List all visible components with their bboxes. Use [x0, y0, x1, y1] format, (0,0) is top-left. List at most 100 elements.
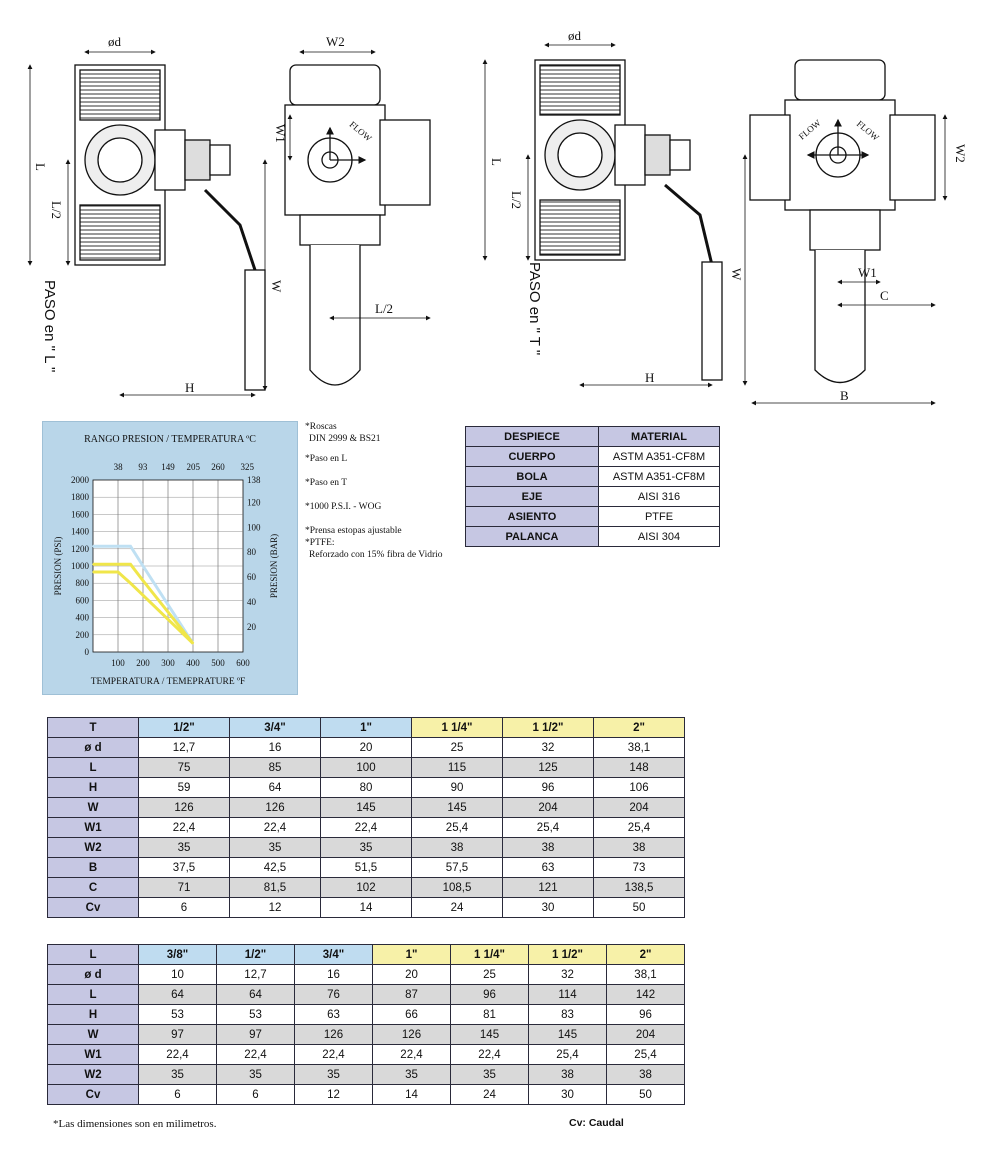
table-t-cell: 24: [411, 897, 503, 918]
table-l-cell: 76: [294, 984, 373, 1005]
x-tick-label: 200: [136, 658, 150, 668]
t-dim-w2: W2: [953, 144, 968, 163]
table-t-cell: 25,4: [593, 817, 685, 838]
table-l-corner: L: [47, 944, 139, 965]
table-l-cell: 35: [450, 1064, 529, 1085]
y-tick-label: 1800: [71, 492, 90, 502]
table-t-cell: 32: [502, 737, 594, 758]
table-t-cell: 145: [320, 797, 412, 818]
x-top-tick-label: 325: [241, 462, 255, 472]
x-top-tick-label: 93: [138, 462, 148, 472]
y-tick-label: 400: [76, 613, 90, 623]
table-t-cell: 63: [502, 857, 594, 878]
table-t-cell: 22,4: [138, 817, 230, 838]
table-t-cell: 85: [229, 757, 321, 778]
table-t-cell: 38: [502, 837, 594, 858]
table-t-row-label: H: [47, 777, 139, 798]
table-l-cell: 63: [294, 1004, 373, 1025]
y2-tick-label: 40: [247, 597, 257, 607]
table-t-cell: 64: [229, 777, 321, 798]
table-t-row-label: W2: [47, 837, 139, 858]
l-dim-L2: L/2: [49, 201, 64, 219]
series-line-2: [93, 570, 195, 645]
l-valve-front-view: [284, 64, 431, 386]
table-t-size-header: 1": [320, 717, 412, 738]
spec-notes: *Roscas DIN 2999 & BS21 *Paso en L *Paso…: [305, 421, 455, 561]
y2-tick-label: 100: [247, 522, 261, 532]
note-prensa: *Prensa estopas ajustable: [305, 526, 402, 536]
table-l-cell: 35: [372, 1064, 451, 1085]
table-t-cell: 81,5: [229, 877, 321, 898]
footnote: *Las dimensiones son en milimetros.: [53, 1118, 217, 1130]
x-tick-label: 300: [161, 658, 175, 668]
table-t-cell: 80: [320, 777, 412, 798]
series-line-0: [93, 544, 195, 645]
series-point: [142, 565, 144, 567]
table-t-cell: 22,4: [229, 817, 321, 838]
table-l-cell: 12,7: [216, 964, 295, 985]
table-l-cell: 22,4: [450, 1044, 529, 1065]
t-dim-B: B: [840, 388, 849, 403]
y-tick-label: 1400: [71, 527, 90, 537]
table-l-cell: 38: [606, 1064, 685, 1085]
l-dim-w2: W2: [326, 34, 345, 49]
series-point: [92, 545, 94, 548]
y-tick-label: 1000: [71, 561, 90, 571]
series-point: [92, 563, 94, 566]
table-l-cell: 87: [372, 984, 451, 1005]
x-axis-label: TEMPERATURA / TEMEPRATURE ºF: [91, 677, 246, 687]
l-valve-section-view: [74, 64, 266, 391]
table-l-cell: 142: [606, 984, 685, 1005]
table-t-cell: 35: [229, 837, 321, 858]
y2-tick-label: 20: [247, 622, 257, 632]
y-tick-label: 2000: [71, 475, 90, 485]
table-l-cell: 145: [528, 1024, 607, 1045]
table-l-row-label: W1: [47, 1044, 139, 1065]
table-t-cell: 37,5: [138, 857, 230, 878]
table-l-cell: 204: [606, 1024, 685, 1045]
table-t-cell: 59: [138, 777, 230, 798]
table-l-size-header: 1 1/4": [450, 944, 529, 965]
table-t-cell: 102: [320, 877, 412, 898]
table-t-cell: 90: [411, 777, 503, 798]
table-t-cell: 25: [411, 737, 503, 758]
l-dim-L: L: [33, 163, 48, 171]
series-point: [192, 642, 194, 645]
table-t-size-header: 1/2": [138, 717, 230, 738]
series-point: [129, 582, 132, 584]
x-top-tick-label: 260: [211, 462, 225, 472]
table-l-cell: 66: [372, 1004, 451, 1025]
x-tick-label: 100: [111, 658, 125, 668]
y2-tick-label: 138: [247, 475, 261, 485]
table-t-cell: 73: [593, 857, 685, 878]
table-l-cell: 38,1: [606, 964, 685, 985]
table-l-cell: 22,4: [372, 1044, 451, 1065]
t-dim-C: C: [880, 288, 889, 303]
table-t-cell: 138,5: [593, 877, 685, 898]
y-tick-label: 1200: [71, 544, 90, 554]
table-l-row-label: ø d: [47, 964, 139, 985]
table-l-cell: 20: [372, 964, 451, 985]
caudal-note: Cv: Caudal: [569, 1117, 624, 1129]
table-t-cell: 96: [502, 777, 594, 798]
y-tick-label: 800: [76, 578, 90, 588]
table-t-size-header: 3/4": [229, 717, 321, 738]
table-l-row-label: W2: [47, 1064, 139, 1085]
table-t-cell: 121: [502, 877, 594, 898]
table-l-cell: 35: [294, 1064, 373, 1085]
